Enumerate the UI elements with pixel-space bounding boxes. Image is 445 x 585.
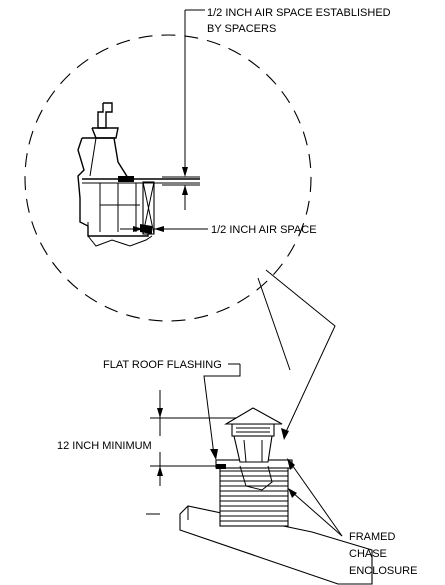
air-space-spacers-label-line1: 1/2 INCH AIR SPACE ESTABLISHED <box>207 7 391 19</box>
air-space-label: 1/2 INCH AIR SPACE <box>211 224 317 236</box>
detail-circle <box>24 34 312 322</box>
enlarged-chimney-detail <box>77 102 200 247</box>
chase-leaders <box>287 458 343 537</box>
minimum-height-dimension <box>146 390 236 515</box>
minimum-height-label: 12 INCH MINIMUM <box>57 440 152 452</box>
chase-label-line3: ENCLOSURE <box>349 565 417 577</box>
air-space-dimension <box>120 226 208 232</box>
chase-label-line1: FRAMED <box>349 531 396 543</box>
chase-label-line2: CHASE <box>349 548 387 560</box>
detail-callout-lines <box>257 269 336 440</box>
siding-lines <box>220 470 288 522</box>
flashing-leader <box>203 363 241 460</box>
chimney-assembly <box>179 407 373 585</box>
air-space-spacers-label-line2: BY SPACERS <box>207 23 276 35</box>
spacer-dimension <box>162 9 205 210</box>
flat-roof-flashing-label: FLAT ROOF FLASHING <box>103 359 222 371</box>
